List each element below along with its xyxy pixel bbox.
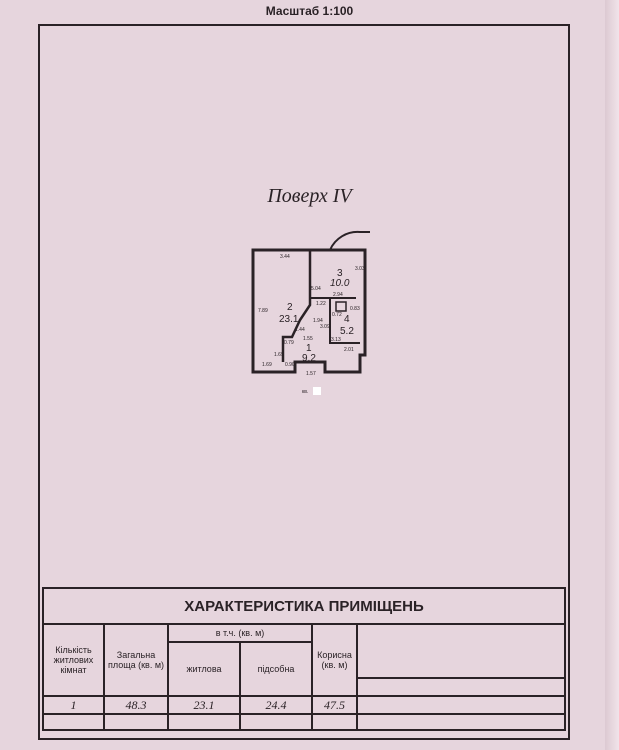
- dim: 0.83: [350, 306, 360, 312]
- dim: 7.89: [258, 308, 268, 314]
- table-title: ХАРАКТЕРИСТИКА ПРИМІЩЕНЬ: [42, 587, 566, 625]
- room-3-number: 3: [337, 268, 343, 279]
- value-aux: 24.4: [239, 695, 313, 715]
- dim: 1.69: [262, 362, 272, 368]
- room-1-area: 9.2: [302, 353, 316, 364]
- room-3-area: 10.0: [330, 278, 350, 289]
- value-useful: 47.5: [311, 695, 358, 715]
- dim: 0.90: [285, 362, 295, 368]
- room-2-area: 23.1: [279, 314, 299, 325]
- col-aux: підсобна: [239, 641, 313, 697]
- blank-cell: [239, 713, 313, 731]
- dim: 5.04: [311, 286, 321, 292]
- dim: 1.55: [303, 336, 313, 342]
- blank-cell: [356, 623, 566, 679]
- outer-wall: [251, 248, 367, 374]
- blank-cell: [103, 713, 169, 731]
- room-1-number: 1: [306, 343, 312, 354]
- redaction: [313, 387, 321, 395]
- drawing-frame: [38, 24, 570, 740]
- blank-cell: [356, 695, 566, 715]
- dim: 2.94: [333, 292, 343, 298]
- dim: 3.13: [331, 337, 341, 343]
- col-total: Загальна площа (кв. м): [103, 623, 169, 697]
- value-total: 48.3: [103, 695, 169, 715]
- room-4-area: 5.2: [340, 326, 354, 337]
- value-rooms: 1: [42, 695, 105, 715]
- room-4-number: 4: [344, 314, 350, 325]
- scale-label: Масштаб 1:100: [265, 4, 354, 18]
- premises-table: ХАРАКТЕРИСТИКА ПРИМІЩЕНЬ Кількість житло…: [42, 587, 566, 731]
- dim: 2.01: [344, 347, 354, 353]
- value-living: 23.1: [167, 695, 241, 715]
- blank-cell: [356, 713, 566, 731]
- dim: 0.79: [284, 340, 294, 346]
- balcony-wall: [329, 230, 370, 251]
- inner-wall: [281, 250, 312, 362]
- room-2-number: 2: [287, 302, 293, 313]
- col-rooms: Кількість житлових кімнат: [42, 623, 105, 697]
- blank-cell: [167, 713, 241, 731]
- table-row-empty: [42, 713, 566, 731]
- inner-wall-bath: [310, 297, 360, 344]
- dim: 0.72: [332, 312, 342, 318]
- blank-cell: [356, 677, 566, 697]
- blank-cell: [42, 713, 105, 731]
- dim: 1.94: [313, 318, 323, 324]
- floor-title: Поверх IV: [267, 185, 352, 207]
- blank-cell: [311, 713, 358, 731]
- page-edge: [605, 0, 619, 750]
- dim: 3.03: [355, 266, 365, 272]
- col-living: житлова: [167, 641, 241, 697]
- shaft: [335, 301, 347, 312]
- dim: 1.65: [274, 352, 284, 358]
- table-row: 1 48.3 23.1 24.4 47.5: [42, 695, 566, 715]
- dim: 3.44: [280, 254, 290, 260]
- dim: 3.09: [320, 324, 330, 330]
- col-incl: в т.ч. (кв. м): [167, 623, 313, 643]
- apartment-label: кв.: [302, 389, 308, 395]
- col-useful: Корисна (кв. м): [311, 623, 358, 697]
- dim: 1.44: [295, 327, 305, 333]
- dim: 1.57: [306, 371, 316, 377]
- dim: 1.22: [316, 301, 326, 307]
